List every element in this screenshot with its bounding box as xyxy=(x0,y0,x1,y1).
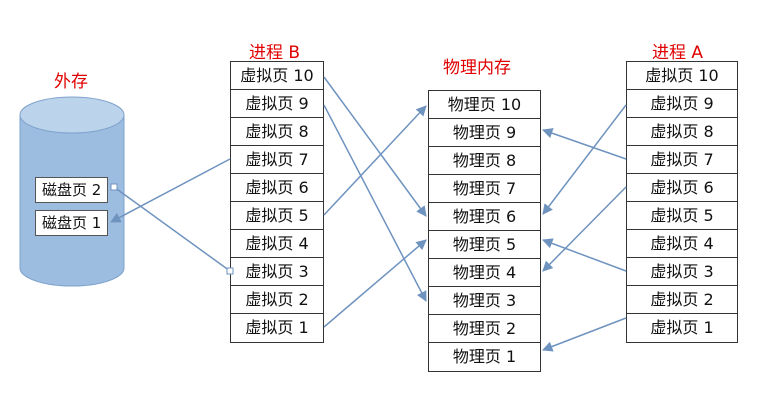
proc-b-page-4: 虚拟页 4 xyxy=(231,230,323,258)
phys-page-2: 物理页 2 xyxy=(429,315,540,343)
arrow-b7-to-d1 xyxy=(110,158,231,223)
proc-a-page-5: 虚拟页 5 xyxy=(627,202,737,230)
proc-b-page-9: 虚拟页 9 xyxy=(231,90,323,118)
phys-page-1: 物理页 1 xyxy=(452,347,517,366)
proc-a-page-2: 虚拟页 2 xyxy=(627,286,737,314)
process-a-title: 进程 A xyxy=(652,43,704,63)
proc-b-page-5: 虚拟页 5 xyxy=(231,202,323,230)
proc-b-page-2: 虚拟页 2 xyxy=(231,286,323,314)
storage-title: 外存 xyxy=(54,72,88,92)
physical-memory-title: 物理内存 xyxy=(443,58,511,78)
process-b-table: 虚拟页 10 虚拟页 9 虚拟页 8 虚拟页 7 虚拟页 6 虚拟页 5 虚拟页… xyxy=(230,61,324,343)
arrow-b10-to-p6 xyxy=(323,76,427,217)
arrow-b9-to-p3 xyxy=(323,104,427,302)
arrow-b3-to-d2 xyxy=(113,186,231,272)
phys-page-3: 物理页 3 xyxy=(429,287,540,315)
proc-b-page-7: 虚拟页 7 xyxy=(231,146,323,174)
phys-page-6: 物理页 6 xyxy=(429,203,540,231)
connector-handle-disk xyxy=(110,183,118,191)
proc-a-page-6: 虚拟页 6 xyxy=(627,174,737,202)
arrow-a3-to-p5 xyxy=(542,238,627,272)
process-b-title: 进程 B xyxy=(249,43,301,63)
proc-b-page-3: 虚拟页 3 xyxy=(231,258,323,286)
arrow-b5-to-p9 xyxy=(323,105,427,216)
process-a-table: 虚拟页 10 虚拟页 9 虚拟页 8 虚拟页 7 虚拟页 6 虚拟页 5 虚拟页… xyxy=(626,61,738,343)
phys-page-10: 物理页 10 xyxy=(429,91,540,119)
arrow-a9-to-p6 xyxy=(542,104,627,215)
phys-page-8: 物理页 8 xyxy=(429,147,540,175)
proc-a-page-7: 虚拟页 7 xyxy=(627,146,737,174)
proc-a-page-3: 虚拟页 3 xyxy=(627,258,737,286)
physical-memory-table: 物理页 10 物理页 9 物理页 8 物理页 7 物理页 6 物理页 5 物理页… xyxy=(428,90,541,372)
arrow-a1-to-p1 xyxy=(542,317,627,352)
proc-b-page-6: 虚拟页 6 xyxy=(231,174,323,202)
connector-handle-b3 xyxy=(226,267,234,275)
phys-page-9: 物理页 9 xyxy=(429,119,540,147)
disk-page-1: 磁盘页 1 xyxy=(35,210,109,236)
arrow-a7-to-p9 xyxy=(542,128,627,160)
proc-b-page-10: 虚拟页 10 xyxy=(231,62,323,90)
phys-page-7: 物理页 7 xyxy=(429,175,540,203)
proc-a-page-1: 虚拟页 1 xyxy=(650,318,714,337)
disk-page-2: 磁盘页 2 xyxy=(35,177,109,203)
arrow-b1-to-p5 xyxy=(323,239,427,328)
proc-a-page-4: 虚拟页 4 xyxy=(627,230,737,258)
phys-page-4: 物理页 4 xyxy=(429,259,540,287)
proc-a-page-8: 虚拟页 8 xyxy=(627,118,737,146)
arrow-a6-to-p4 xyxy=(542,186,627,272)
proc-a-page-10: 虚拟页 10 xyxy=(627,62,737,90)
phys-page-5: 物理页 5 xyxy=(429,231,540,259)
proc-b-page-8: 虚拟页 8 xyxy=(231,118,323,146)
proc-a-page-9: 虚拟页 9 xyxy=(627,90,737,118)
proc-b-page-1: 虚拟页 1 xyxy=(245,318,309,337)
